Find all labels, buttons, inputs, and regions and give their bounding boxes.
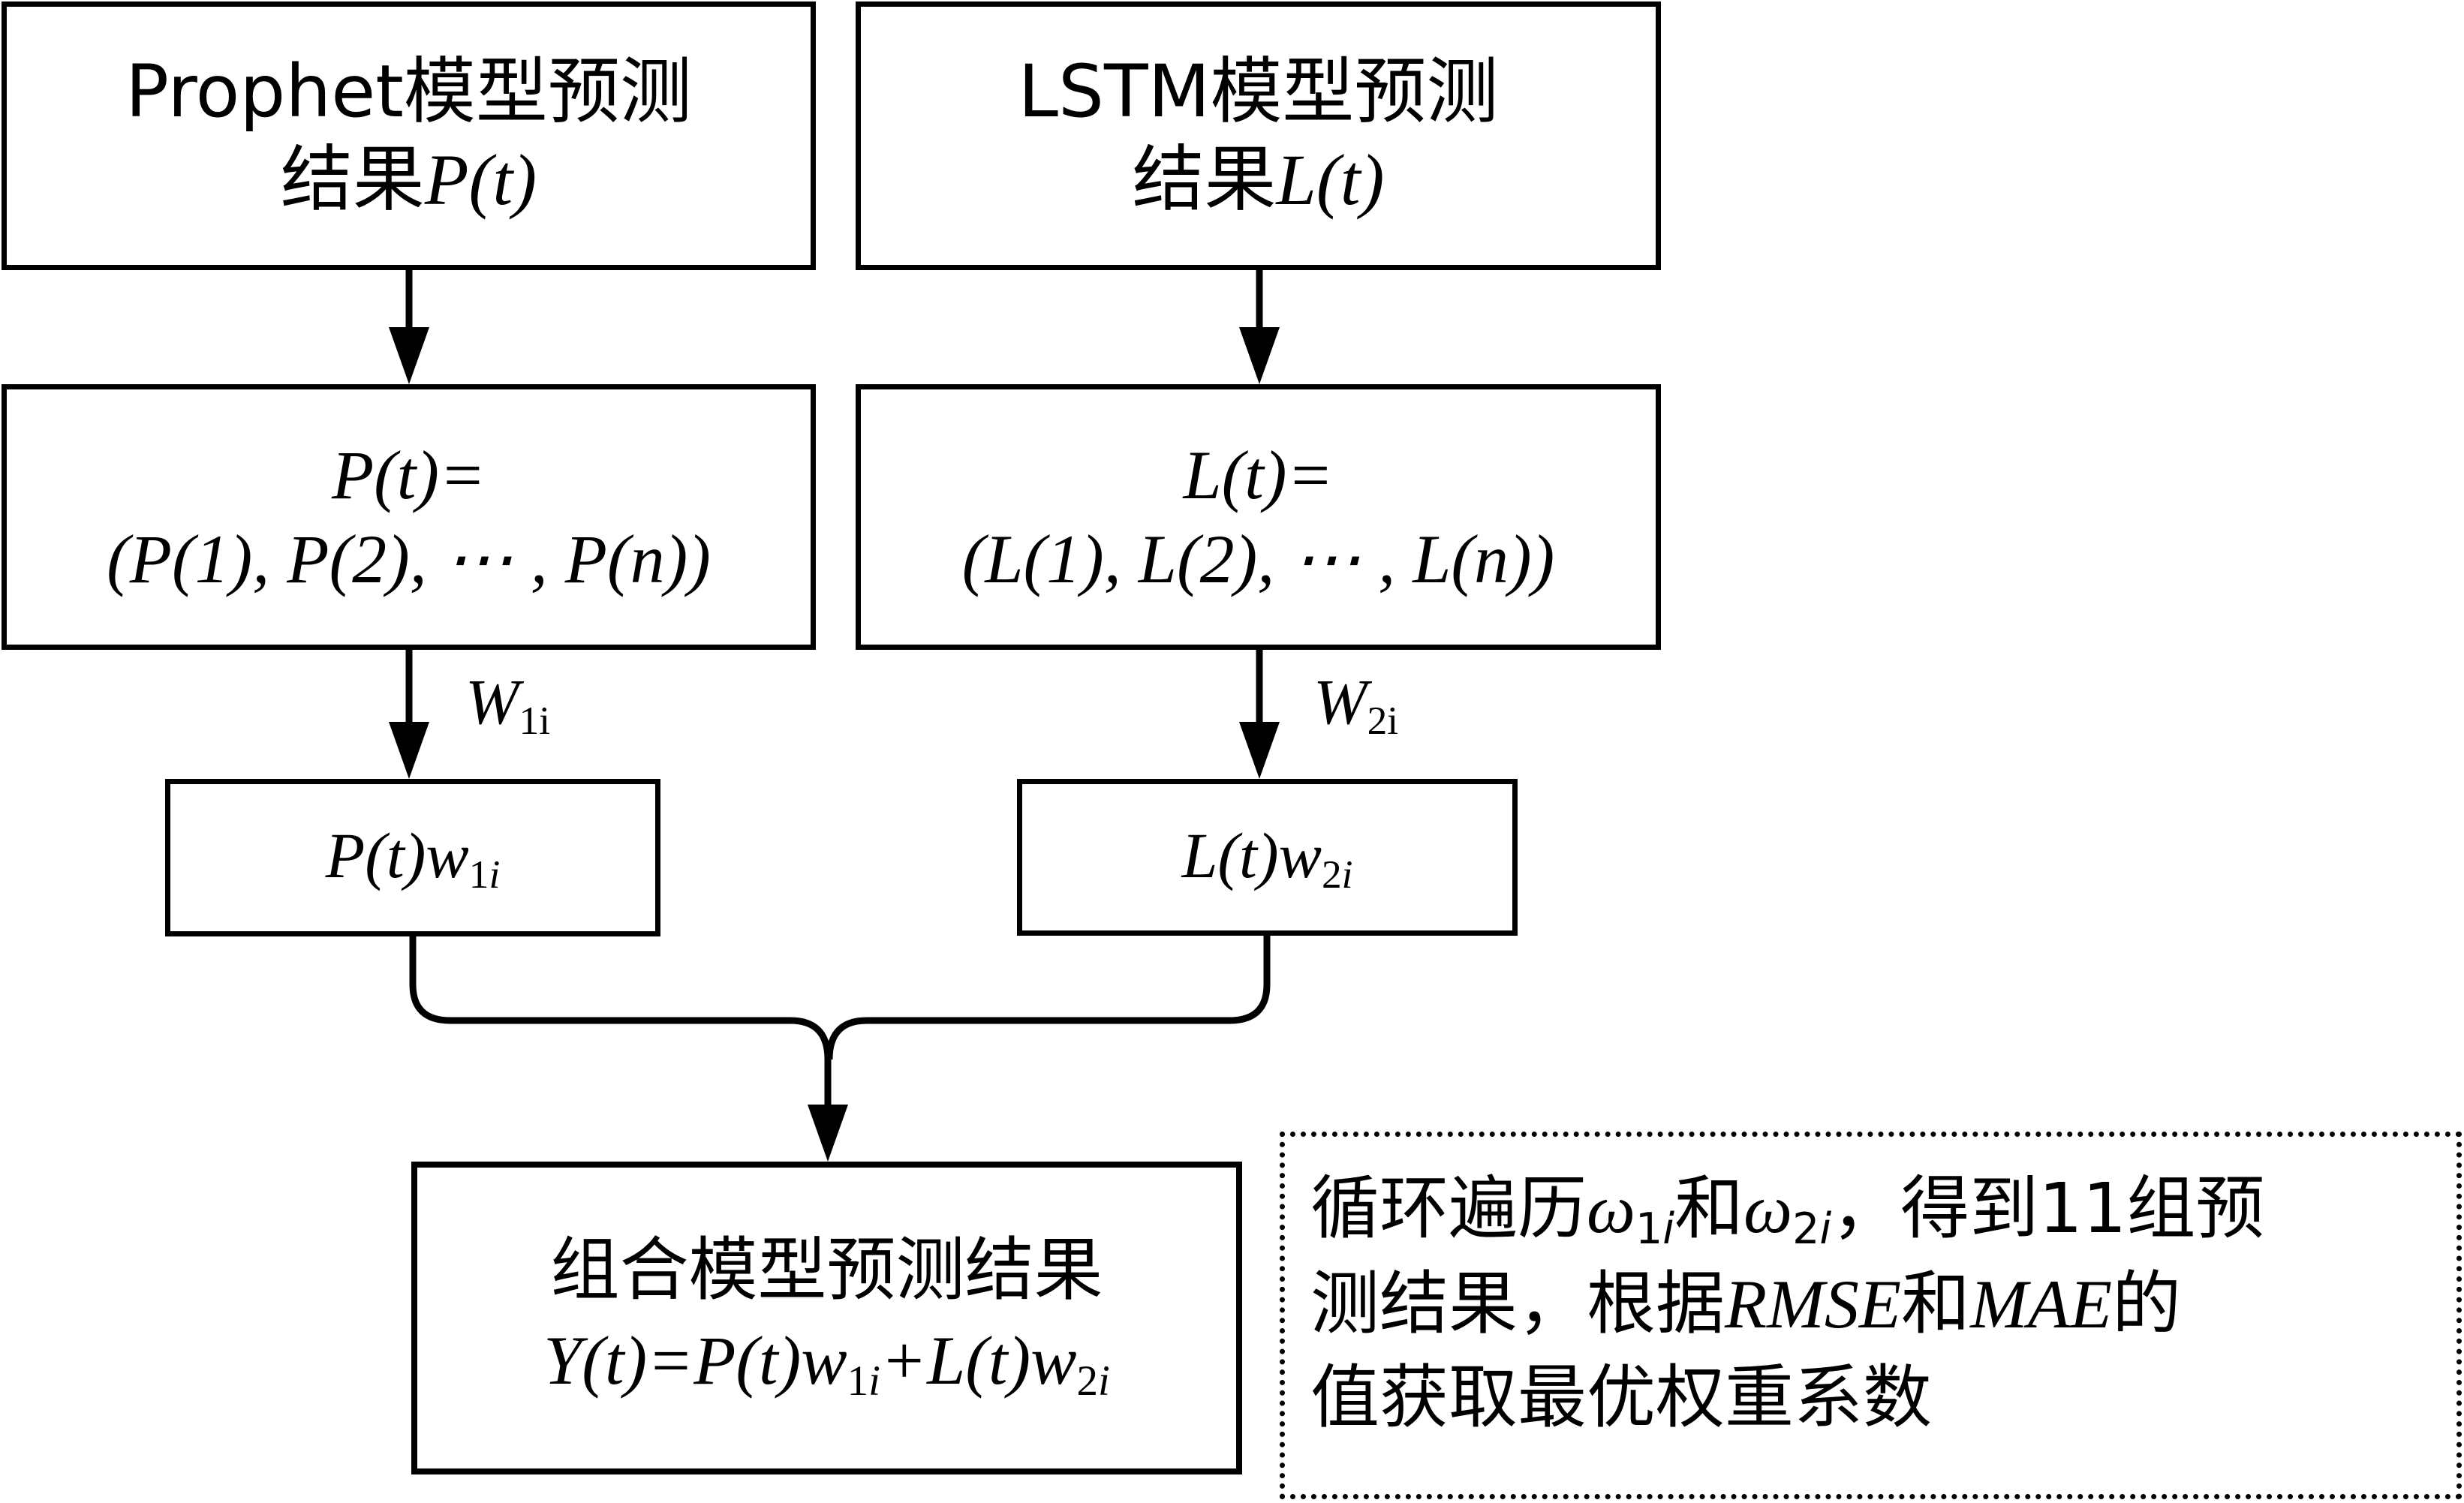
- prophet-vector-symbol: P: [331, 436, 375, 513]
- edge-merge-center-right: [826, 1017, 868, 1060]
- prophet-weighted-sub-num: 1: [468, 851, 489, 897]
- node-prophet-source: Prophet模型预测 结果P(t): [2, 2, 816, 270]
- lstm-vector-line1: L(t)=: [1183, 433, 1333, 517]
- edge-merge-center-left: [790, 1017, 832, 1135]
- node-prophet-weighted: P(t)w1i: [165, 779, 660, 936]
- note-line2-b: 和: [1901, 1264, 1971, 1345]
- prophet-vector-line2: (P(1), P(2), ⋯ , P(n)): [107, 521, 711, 597]
- lstm-source-line1: LSTM模型预测: [1018, 49, 1499, 134]
- note-line-3: 值获取最优权重系数: [1310, 1357, 1933, 1438]
- edge-label-weight-1-symbol: W: [465, 666, 519, 738]
- result-expr-b: +L(t): [880, 1322, 1031, 1399]
- note-line1-c: ，得到11组预: [1831, 1168, 2265, 1249]
- lstm-weighted-sub-idx: i: [1341, 851, 1353, 897]
- prophet-source-line2-prefix: 结果: [280, 137, 425, 221]
- lstm-vector-symbol: L: [1183, 436, 1222, 513]
- note-metric-rmse: RMSE: [1725, 1266, 1902, 1343]
- note-line1-b: 和: [1674, 1168, 1744, 1249]
- result-w1-num: 1: [847, 1357, 869, 1405]
- prophet-weighted-sub-idx: i: [489, 851, 501, 897]
- prophet-source-line1: Prophet模型预测: [125, 49, 692, 134]
- note-line2-c: 的: [2112, 1264, 2182, 1345]
- note-omega-1-num: 1: [1635, 1204, 1663, 1254]
- result-w2-num: 2: [1076, 1357, 1098, 1405]
- lstm-weighted-sub-num: 2: [1321, 851, 1342, 897]
- note-omega-2: ω: [1743, 1171, 1793, 1247]
- result-expr-a: Y(t)=P(t): [543, 1322, 802, 1399]
- prophet-source-symbol: P: [424, 140, 469, 220]
- node-lstm-source: LSTM模型预测 结果L(t): [856, 2, 1661, 270]
- result-line1: 组合模型预测结果: [550, 1230, 1103, 1311]
- prophet-weighted-main: P(t): [325, 819, 426, 892]
- lstm-source-line2: 结果L(t): [1133, 136, 1385, 224]
- arrowhead-prophet-vector: [389, 327, 429, 384]
- prophet-source-line2: 结果P(t): [281, 136, 537, 224]
- edge-merge-left: [409, 936, 790, 1024]
- edge-label-weight-2-symbol: W: [1313, 666, 1367, 738]
- note-omega-2-idx: i: [1819, 1204, 1832, 1254]
- arrowhead-result: [808, 1105, 848, 1162]
- result-w2-idx: i: [1098, 1357, 1110, 1405]
- result-line2: Y(t)=P(t)w1i+L(t)w2i: [543, 1318, 1110, 1407]
- arrowhead-prophet-weighted: [389, 722, 429, 779]
- prophet-vector-assign: (t)=: [374, 436, 486, 513]
- note-omega-1: ω: [1587, 1171, 1635, 1247]
- note-omega-1-idx: i: [1662, 1204, 1675, 1254]
- node-lstm-weighted: L(t)w2i: [1017, 779, 1518, 936]
- note-line2-a: 测结果，根据: [1310, 1264, 1725, 1345]
- edge-label-weight-2-subscript: 2i: [1367, 697, 1399, 743]
- node-combined-result: 组合模型预测结果 Y(t)=P(t)w1i+L(t)w2i: [411, 1162, 1242, 1474]
- note-line-1: 循环遍历ω1i和ω2i，得到11组预: [1310, 1162, 2437, 1258]
- arrowhead-lstm-vector: [1239, 327, 1280, 384]
- lstm-source-arg: (t): [1316, 140, 1385, 220]
- lstm-vector-assign: (t)=: [1221, 436, 1334, 513]
- edge-label-weight-1: W1i: [465, 664, 550, 744]
- lstm-source-symbol: L: [1276, 140, 1316, 220]
- prophet-vector-line1: P(t)=: [332, 433, 486, 517]
- note-metric-mae: MAE: [1970, 1266, 2113, 1343]
- lstm-weighted-main: L(t): [1181, 819, 1279, 891]
- node-prophet-vector: P(t)= (P(1), P(2), ⋯ , P(n)): [2, 384, 816, 650]
- result-w1-idx: i: [868, 1357, 881, 1405]
- prophet-source-arg: (t): [468, 140, 537, 220]
- node-lstm-vector: L(t)= (L(1), L(2), ⋯ , L(n)): [856, 384, 1661, 650]
- prophet-weighted-w: w: [426, 819, 469, 892]
- lstm-weighted-w: w: [1278, 819, 1322, 891]
- result-w2: w: [1030, 1322, 1077, 1399]
- annotation-note: 循环遍历ω1i和ω2i，得到11组预 测结果，根据RMSE和MAE的 值获取最优…: [1280, 1132, 2462, 1499]
- edge-label-weight-2: W2i: [1313, 664, 1398, 744]
- arrowhead-lstm-weighted: [1239, 722, 1280, 779]
- lstm-source-line2-prefix: 结果: [1132, 137, 1277, 221]
- lstm-weighted-expr: L(t)w2i: [1182, 816, 1353, 899]
- lstm-vector-line2: (L(1), L(2), ⋯ , L(n)): [961, 521, 1555, 597]
- note-line1-a: 循环遍历: [1310, 1168, 1587, 1249]
- edge-label-weight-1-subscript: 1i: [519, 697, 551, 743]
- edge-merge-right: [867, 936, 1271, 1024]
- note-line-2: 测结果，根据RMSE和MAE的: [1310, 1258, 2437, 1351]
- prophet-weighted-expr: P(t)w1i: [326, 816, 501, 899]
- note-omega-2-num: 2: [1792, 1204, 1820, 1254]
- result-w1: w: [801, 1322, 847, 1399]
